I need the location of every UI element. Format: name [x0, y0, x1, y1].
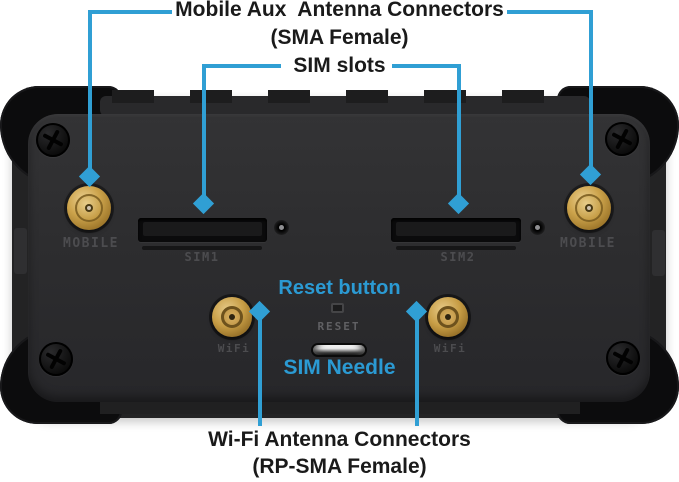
sim2-callout-line-horizontal — [392, 64, 461, 68]
sim1-slot — [138, 218, 267, 242]
wifi-antenna-connector-left — [212, 297, 252, 337]
eject-pin-dot — [279, 225, 284, 230]
engraved-label-reset: RESET — [317, 320, 361, 333]
engraved-label-mobile-right: MOBILE — [560, 236, 616, 251]
screw-icon-bottom-left — [39, 342, 73, 376]
connector-socket — [229, 314, 235, 320]
screw-icon-top-right — [605, 122, 639, 156]
mobile-left-callout-line-horizontal — [88, 10, 172, 14]
connector-socket — [445, 314, 451, 320]
sim2-slot — [391, 218, 521, 242]
engraved-label-mobile-left: MOBILE — [63, 236, 119, 251]
sim1-groove — [142, 246, 262, 250]
side-notch-left — [14, 228, 27, 274]
sim-tray — [143, 222, 262, 236]
eject-pin-dot — [535, 225, 540, 230]
mobile-right-callout-line-horizontal — [507, 10, 593, 14]
sim-needle-label: SIM Needle — [283, 356, 396, 379]
sim1-callout-line-vertical — [202, 64, 206, 197]
mobile-right-callout-line-vertical — [589, 10, 593, 168]
engraved-label-wifi-right: WiFi — [433, 342, 467, 355]
sim-tray — [396, 222, 516, 236]
sim-slots-label: SIM slots — [293, 54, 386, 77]
sim2-groove — [396, 246, 516, 250]
sim2-eject-button — [530, 220, 545, 235]
sim2-callout-line-vertical — [457, 64, 461, 197]
mobile-aux-connectors-label: Mobile Aux Antenna Connectors — [175, 0, 504, 21]
wifi-left-callout-line-vertical — [258, 315, 262, 426]
side-notch-right — [652, 230, 665, 276]
sma-female-label: (SMA Female) — [270, 26, 409, 49]
connector-pin — [87, 206, 91, 210]
bottom-edge-band — [100, 398, 580, 414]
engraved-label-sim2: SIM2 — [440, 250, 476, 264]
rp-sma-female-label: (RP-SMA Female) — [252, 455, 427, 478]
connector-pin — [587, 206, 591, 210]
engraved-label-sim1: SIM1 — [184, 250, 220, 264]
mobile-left-callout-line-vertical — [88, 10, 92, 170]
sim1-eject-button — [274, 220, 289, 235]
screw-icon-bottom-right — [606, 341, 640, 375]
reset-button-hole — [331, 303, 344, 313]
wifi-antenna-connector-right — [428, 297, 468, 337]
wifi-right-callout-line-vertical — [415, 315, 419, 426]
wifi-antenna-connectors-label: Wi-Fi Antenna Connectors — [208, 428, 471, 451]
top-edge-ribs — [112, 90, 578, 103]
sim-needle-pin — [311, 343, 367, 357]
mobile-antenna-connector-left — [67, 186, 111, 230]
sim1-callout-line-horizontal — [202, 64, 281, 68]
reset-button-label: Reset button — [278, 277, 401, 299]
screw-icon-top-left — [36, 123, 70, 157]
engraved-label-wifi-left: WiFi — [217, 342, 251, 355]
mobile-antenna-connector-right — [567, 186, 611, 230]
